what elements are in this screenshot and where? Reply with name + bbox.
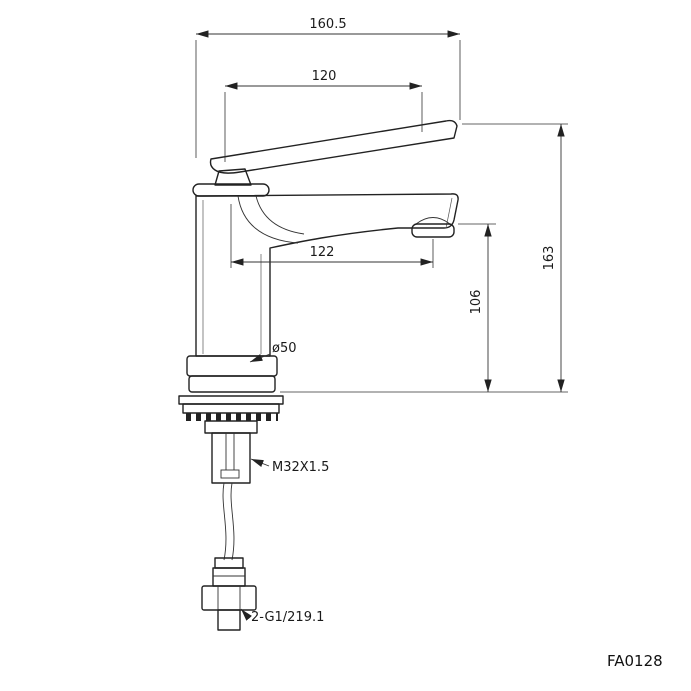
leader-line bbox=[240, 608, 252, 621]
fitting-collar bbox=[214, 557, 244, 569]
dim-spout-reach: 122 bbox=[230, 204, 434, 268]
dim-outlet-height-label: 106 bbox=[469, 290, 484, 315]
hose-right-edge bbox=[230, 482, 235, 561]
base-flange-upper bbox=[186, 355, 278, 377]
fitting-tail bbox=[217, 609, 241, 631]
dim-outlet-height: 106 bbox=[458, 223, 496, 392]
leader-line bbox=[250, 458, 270, 467]
label-body-diameter: ø50 bbox=[249, 341, 297, 363]
supply-hose-assembly bbox=[201, 482, 257, 631]
handle-lever bbox=[209, 119, 458, 174]
mounting-hardware bbox=[178, 395, 284, 484]
leader-line bbox=[249, 353, 271, 363]
body-diameter-label: ø50 bbox=[272, 341, 297, 356]
lock-collar bbox=[204, 420, 258, 434]
handle-neck bbox=[214, 168, 252, 186]
aerator-dome bbox=[415, 217, 451, 225]
hose-left-edge bbox=[222, 482, 227, 561]
inner-curve-2 bbox=[255, 195, 305, 235]
spout-tip-face bbox=[445, 197, 453, 229]
dim-overall-height-label: 163 bbox=[542, 246, 557, 271]
inner-curve-1 bbox=[237, 195, 299, 244]
part-number: FA0128 bbox=[607, 652, 663, 670]
label-mounting-thread: M32X1.5 bbox=[250, 458, 329, 475]
aerator-outlet bbox=[411, 223, 455, 238]
dim-overall-width-label: 160.5 bbox=[309, 17, 346, 32]
inlet-spec-label: 2-G1/219.1 bbox=[251, 610, 324, 625]
dim-spout-reach-label: 122 bbox=[310, 245, 335, 260]
rod-foot bbox=[220, 469, 240, 479]
label-inlet-spec: 2-G1/219.1 bbox=[240, 608, 324, 625]
cartridge-cap bbox=[192, 183, 270, 197]
mounting-thread-label: M32X1.5 bbox=[272, 460, 329, 475]
body-and-spout bbox=[195, 193, 459, 357]
rubber-washer bbox=[182, 403, 280, 414]
dim-overall-width: 160.5 bbox=[195, 17, 461, 158]
base-flange-lower bbox=[188, 375, 276, 393]
dim-overall-height: 163 bbox=[280, 123, 568, 393]
deck-plate bbox=[178, 395, 284, 405]
threaded-shank bbox=[211, 432, 251, 484]
hex-nut bbox=[201, 585, 257, 611]
dim-handle-length: 120 bbox=[224, 69, 423, 162]
faucet-outline bbox=[186, 119, 459, 393]
dim-handle-length-label: 120 bbox=[312, 69, 337, 84]
fitting-body bbox=[212, 567, 246, 587]
